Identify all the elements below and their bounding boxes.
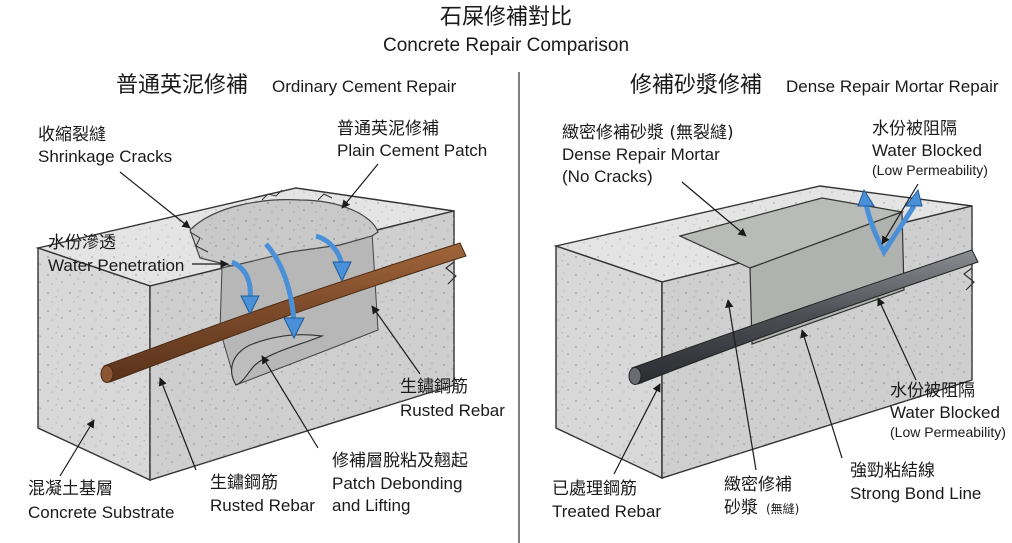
svg-text:Concrete Substrate: Concrete Substrate <box>28 503 174 522</box>
right-concrete-block <box>553 185 979 480</box>
treated-rebar <box>631 249 979 385</box>
shrinkage-crack-3 <box>317 193 333 201</box>
svg-text:Water Penetration: Water Penetration <box>48 256 184 275</box>
label-dense-mortar-bottom: 緻密修補 砂漿 (無縫) <box>724 299 799 518</box>
svg-text:收縮裂縫: 收縮裂縫 <box>38 125 106 145</box>
svg-text:緻密修補: 緻密修補 <box>724 475 792 495</box>
svg-text:(No Cracks): (No Cracks) <box>562 167 653 186</box>
svg-text:混凝土基層: 混凝土基層 <box>28 479 113 499</box>
svg-text:修補層脫粘及翹起: 修補層脫粘及翹起 <box>332 451 468 471</box>
svg-text:Shrinkage Cracks: Shrinkage Cracks <box>38 147 172 166</box>
svg-text:生鏽鋼筋: 生鏽鋼筋 <box>400 377 468 397</box>
label-rusted-rebar-right: 生鏽鋼筋 Rusted Rebar <box>371 305 505 420</box>
water-blocked-arrow <box>863 203 917 258</box>
label-rusted-rebar-bottom: 生鏽鋼筋 Rusted Rebar <box>158 377 315 515</box>
svg-text:生鏽鋼筋: 生鏽鋼筋 <box>210 473 278 493</box>
label-water-blocked-mid: 水份被阻隔 Water Blocked (Low Permeability) <box>877 297 1006 440</box>
svg-text:已處理鋼筋: 已處理鋼筋 <box>552 479 637 499</box>
dense-mortar-side <box>749 211 905 345</box>
water-arrow-2 <box>264 242 297 323</box>
shrinkage-crack-1 <box>189 231 209 253</box>
rusted-rebar-left <box>103 242 467 383</box>
right-heading-en: Dense Repair Mortar Repair <box>786 77 999 96</box>
svg-text:水份被阻隔: 水份被阻隔 <box>872 119 957 139</box>
label-concrete-substrate: 混凝土基層 Concrete Substrate <box>28 419 174 522</box>
left-concrete-block <box>35 187 467 482</box>
svg-text:Treated Rebar: Treated Rebar <box>552 502 661 521</box>
svg-text:緻密修補砂漿 (無裂縫): 緻密修補砂漿 (無裂縫) <box>562 123 734 143</box>
svg-text:Rusted Rebar: Rusted Rebar <box>210 496 315 515</box>
label-treated-rebar: 已處理鋼筋 Treated Rebar <box>552 383 661 521</box>
title-zh: 石屎修補對比 <box>440 5 572 30</box>
label-patch-debonding: 修補層脫粘及翹起 Patch Debonding and Lifting <box>261 355 468 515</box>
label-shrinkage-cracks: 收縮裂縫 Shrinkage Cracks <box>38 125 191 229</box>
svg-text:(Low Permeability): (Low Permeability) <box>890 424 1006 440</box>
svg-text:水份被阻隔: 水份被阻隔 <box>890 381 975 401</box>
shrinkage-crack-2 <box>261 189 283 201</box>
svg-text:Plain Cement Patch: Plain Cement Patch <box>337 141 487 160</box>
svg-text:砂漿: 砂漿 <box>724 498 758 518</box>
left-lifted-flap <box>231 334 325 386</box>
svg-text:(無縫): (無縫) <box>766 501 799 516</box>
right-heading-zh: 修補砂漿修補 <box>630 73 762 98</box>
title-en: Concrete Repair Comparison <box>383 35 629 56</box>
svg-text:Water Blocked: Water Blocked <box>890 403 1000 422</box>
svg-text:(Low Permeability): (Low Permeability) <box>872 162 988 178</box>
left-heading-en: Ordinary Cement Repair <box>272 77 457 96</box>
svg-text:Rusted Rebar: Rusted Rebar <box>400 401 505 420</box>
label-water-penetration: 水份滲透 Water Penetration <box>48 233 229 275</box>
svg-text:Patch Debonding: Patch Debonding <box>332 474 462 493</box>
svg-text:Strong Bond Line: Strong Bond Line <box>850 484 981 503</box>
svg-text:Dense Repair Mortar: Dense Repair Mortar <box>562 145 720 164</box>
svg-text:普通英泥修補: 普通英泥修補 <box>337 119 439 139</box>
label-dense-mortar: 緻密修補砂漿 (無裂縫) Dense Repair Mortar (No Cra… <box>562 123 747 237</box>
svg-text:強勁粘結線: 強勁粘結線 <box>850 461 935 481</box>
svg-text:and Lifting: and Lifting <box>332 496 410 515</box>
label-bond-line: 強勁粘結線 Strong Bond Line <box>800 329 981 503</box>
left-heading-zh: 普通英泥修補 <box>116 73 248 98</box>
label-plain-cement-patch: 普通英泥修補 Plain Cement Patch <box>337 119 487 209</box>
svg-text:水份滲透: 水份滲透 <box>48 233 116 253</box>
svg-text:Water Blocked: Water Blocked <box>872 141 982 160</box>
label-water-blocked-top: 水份被阻隔 Water Blocked (Low Permeability) <box>872 119 988 245</box>
